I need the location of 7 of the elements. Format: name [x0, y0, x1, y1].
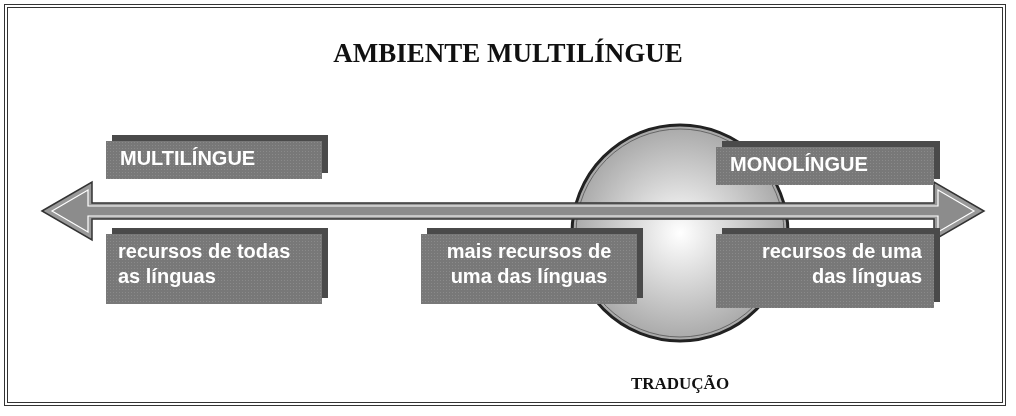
diagram-title: AMBIENTE MULTILÍNGUE — [332, 38, 684, 69]
circle-caption: TRADUÇÃO — [629, 374, 731, 394]
box-text: recursos de todas as línguas — [118, 239, 292, 289]
box-text: MONOLÍNGUE — [730, 152, 869, 177]
box-text: MULTILÍNGUE — [120, 146, 257, 171]
box-text: mais recursos de uma das línguas — [445, 239, 613, 289]
box-text: recursos de uma das línguas — [760, 239, 922, 289]
